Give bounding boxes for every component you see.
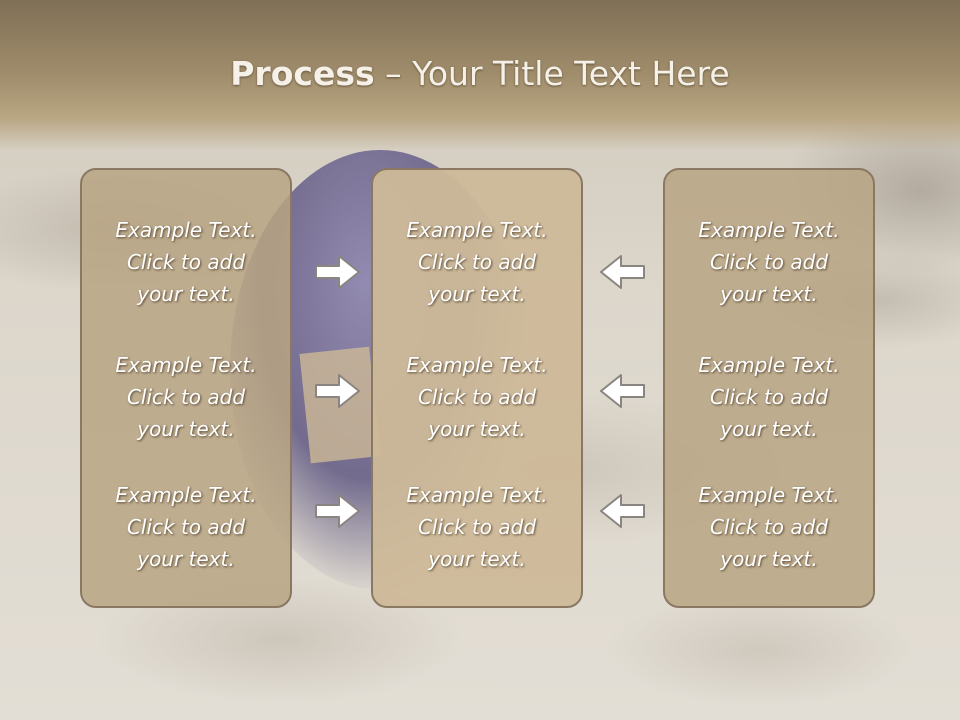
text-line: Click to add (709, 250, 829, 274)
text-line: Example Text. (698, 483, 840, 507)
text-line: your text. (720, 547, 818, 571)
title-separator: – (374, 54, 413, 93)
text-line: Click to add (417, 385, 537, 409)
text-line: your text. (428, 547, 526, 571)
text-placeholder[interactable]: Example Text. Click to add your text. (665, 349, 873, 445)
title-banner (0, 0, 960, 150)
text-line: your text. (137, 282, 235, 306)
arrow-left-icon (600, 374, 645, 408)
text-line: your text. (428, 282, 526, 306)
title-rest: Your Title Text Here (412, 54, 730, 93)
text-line: your text. (428, 417, 526, 441)
slide-title[interactable]: Process – Your Title Text Here (0, 54, 960, 93)
text-line: your text. (720, 417, 818, 441)
text-placeholder[interactable]: Example Text. Click to add your text. (373, 214, 581, 310)
text-placeholder[interactable]: Example Text. Click to add your text. (665, 214, 873, 310)
text-line: Example Text. (115, 218, 257, 242)
text-line: Click to add (126, 515, 246, 539)
text-line: Example Text. (115, 483, 257, 507)
text-placeholder[interactable]: Example Text. Click to add your text. (82, 214, 290, 310)
text-line: Click to add (417, 250, 537, 274)
text-line: Example Text. (698, 353, 840, 377)
text-line: Example Text. (406, 483, 548, 507)
text-line: Click to add (709, 515, 829, 539)
text-placeholder[interactable]: Example Text. Click to add your text. (82, 349, 290, 445)
text-placeholder[interactable]: Example Text. Click to add your text. (82, 479, 290, 575)
text-placeholder[interactable]: Example Text. Click to add your text. (373, 349, 581, 445)
text-placeholder[interactable]: Example Text. Click to add your text. (665, 479, 873, 575)
arrow-left-icon (600, 494, 645, 528)
arrow-right-icon (315, 374, 360, 408)
arrow-right-icon (315, 255, 360, 289)
process-box-right[interactable]: Example Text. Click to add your text. Ex… (663, 168, 875, 608)
process-box-center[interactable]: Example Text. Click to add your text. Ex… (371, 168, 583, 608)
text-line: Example Text. (698, 218, 840, 242)
text-placeholder[interactable]: Example Text. Click to add your text. (373, 479, 581, 575)
text-line: your text. (137, 547, 235, 571)
text-line: Example Text. (115, 353, 257, 377)
text-line: Click to add (417, 515, 537, 539)
text-line: your text. (720, 282, 818, 306)
title-bold: Process (230, 54, 375, 93)
text-line: Example Text. (406, 353, 548, 377)
arrow-right-icon (315, 494, 360, 528)
text-line: Click to add (126, 385, 246, 409)
process-box-left[interactable]: Example Text. Click to add your text. Ex… (80, 168, 292, 608)
text-line: Click to add (709, 385, 829, 409)
text-line: Example Text. (406, 218, 548, 242)
arrow-left-icon (600, 255, 645, 289)
text-line: your text. (137, 417, 235, 441)
text-line: Click to add (126, 250, 246, 274)
